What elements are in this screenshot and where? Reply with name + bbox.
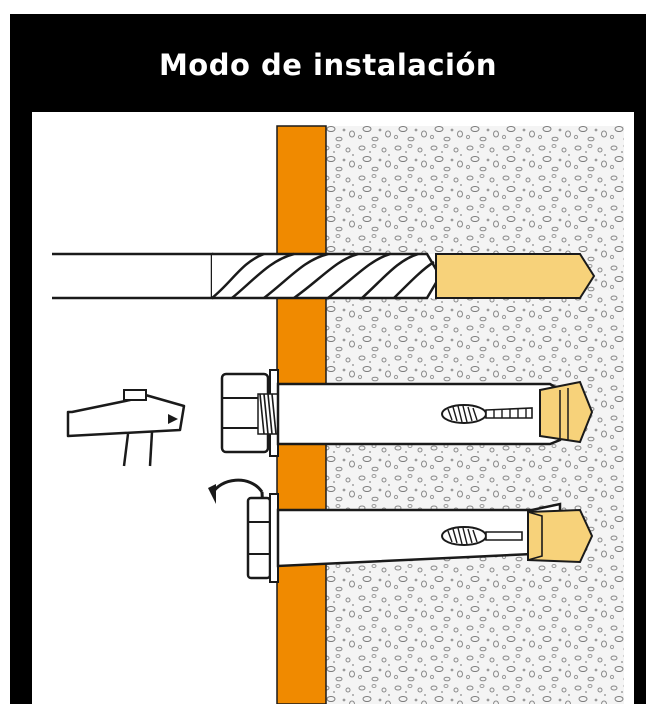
anchor-cone xyxy=(539,380,594,444)
installation-diagram xyxy=(52,125,624,704)
install-card: Modo de instalación xyxy=(10,14,646,704)
drill-hole-tip xyxy=(435,253,596,299)
step-hammer xyxy=(66,369,594,467)
step-tighten xyxy=(208,478,594,583)
page-title: Modo de instalación xyxy=(158,48,498,82)
hammer-icon xyxy=(66,389,186,467)
header-bar: Modo de instalación xyxy=(10,14,646,112)
step-drill xyxy=(52,252,596,300)
illustration-panel xyxy=(32,112,634,704)
